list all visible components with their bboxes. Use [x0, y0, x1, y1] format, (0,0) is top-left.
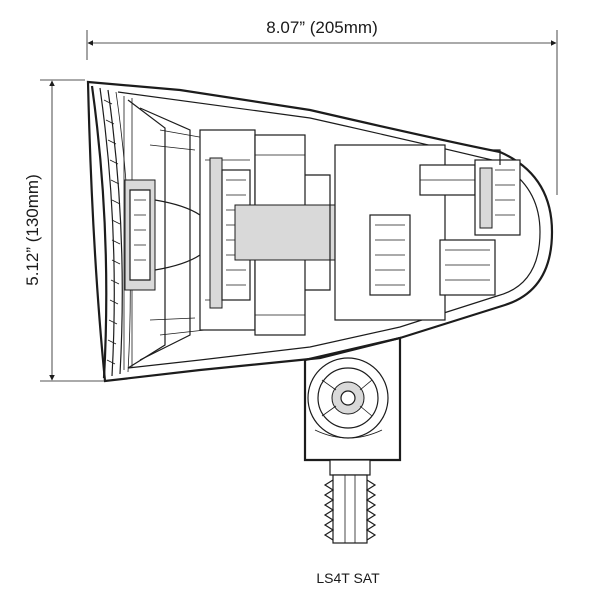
threaded-stem	[323, 474, 377, 544]
pole-piece	[234, 204, 336, 261]
speaker-housing	[86, 80, 554, 383]
mounting-bracket	[303, 336, 402, 544]
width-dimension: 8.07” (205mm)	[86, 18, 558, 195]
height-label: 5.12” (130mm)	[23, 174, 42, 285]
height-dimension: 5.12” (130mm)	[23, 79, 110, 382]
rear-terminal	[474, 149, 521, 236]
housing-shell	[86, 80, 554, 383]
stem-collar	[329, 459, 371, 476]
grille-outer-edge	[90, 85, 108, 379]
woofer-cone	[124, 99, 206, 369]
housing-inner-line	[117, 91, 541, 369]
bracket-body	[303, 336, 402, 462]
width-label: 8.07” (205mm)	[266, 18, 377, 37]
magnet-assembly	[199, 129, 336, 336]
front-grille	[90, 85, 133, 379]
model-caption: LS4T SAT	[316, 570, 380, 586]
crossover-board	[305, 144, 496, 321]
